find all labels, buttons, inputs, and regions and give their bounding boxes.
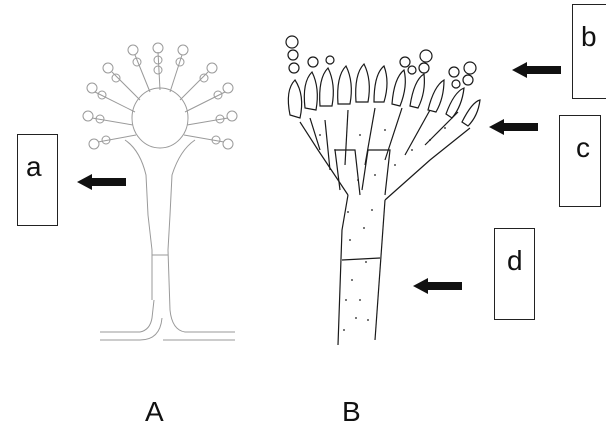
arrow-to-b-icon <box>512 62 561 78</box>
figure-caption-b: B <box>342 398 361 426</box>
vesicle <box>132 88 188 148</box>
label-box-d: d <box>494 228 535 320</box>
arrow-to-d-icon <box>413 278 462 294</box>
label-box-b: b <box>572 4 606 99</box>
stalk-right <box>168 140 195 310</box>
stalk-left <box>125 140 152 300</box>
figure-a-drawing <box>83 43 237 340</box>
stipe-septum <box>342 258 380 260</box>
foot-cell-left <box>100 300 154 332</box>
arrow-to-c-icon <box>489 119 538 135</box>
label-b-text: b <box>581 23 597 51</box>
label-d-text: d <box>507 247 523 275</box>
conidia-b <box>286 36 476 88</box>
label-a-text: a <box>26 153 42 181</box>
foot-cell-right <box>170 310 235 332</box>
stipe-left <box>338 195 348 345</box>
label-c-text: c <box>576 134 590 162</box>
label-box-c: c <box>559 115 601 207</box>
figure-b-drawing <box>286 36 480 345</box>
stipe-right <box>375 200 385 340</box>
conidia-a <box>83 43 237 149</box>
figure-caption-a: A <box>145 398 164 426</box>
foot-cell-base <box>100 318 162 340</box>
label-box-a: a <box>17 134 58 226</box>
arrows <box>77 62 561 294</box>
arrow-to-a-icon <box>77 174 126 190</box>
metulae <box>300 108 470 200</box>
phialides <box>288 64 480 126</box>
